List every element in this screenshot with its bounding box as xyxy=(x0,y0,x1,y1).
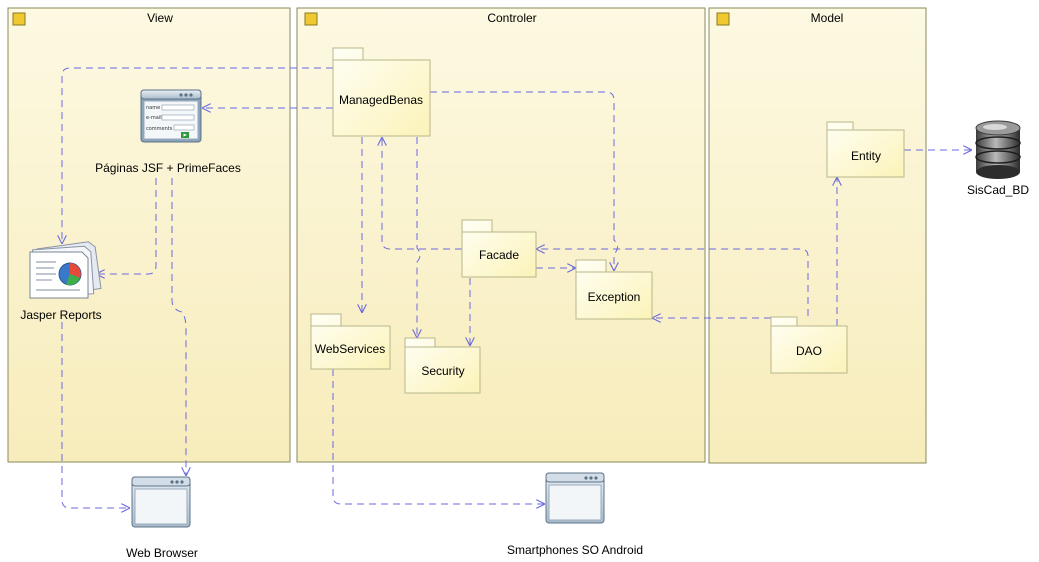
artifact-web-browser[interactable]: Web Browser xyxy=(126,476,198,560)
package-facade[interactable]: Facade xyxy=(461,219,537,278)
dependency-arrow[interactable] xyxy=(171,178,186,476)
package-webservices[interactable]: WebServices xyxy=(310,313,391,370)
package-label: Facade xyxy=(479,248,519,262)
package-exception[interactable]: Exception xyxy=(575,259,653,320)
dependency-lines xyxy=(61,67,972,508)
artifact-jsf-pages[interactable]: name e-mail comments Páginas JSF + Prime… xyxy=(95,89,241,175)
swimlane-title: View xyxy=(147,11,173,25)
database-icon xyxy=(975,120,1021,179)
artifact-label: Web Browser xyxy=(126,546,198,560)
pane-marker-icon xyxy=(304,12,318,26)
dependency-arrow[interactable] xyxy=(332,369,545,504)
web-form-icon: name e-mail comments xyxy=(140,89,202,143)
dependency-arrow[interactable] xyxy=(62,67,333,244)
artifact-database[interactable]: SisCad_BD xyxy=(967,120,1029,197)
swimlane-title: Model xyxy=(811,11,844,25)
package-label: ManagedBenas xyxy=(339,93,423,107)
package-managedbeans[interactable]: ManagedBenas xyxy=(332,47,431,137)
dependency-arrow[interactable] xyxy=(417,137,420,338)
package-label: Exception xyxy=(588,290,641,304)
package-label: DAO xyxy=(796,344,822,358)
package-entity[interactable]: Entity xyxy=(826,121,905,178)
dependency-arrow[interactable] xyxy=(430,91,618,271)
swimlane-title: Controler xyxy=(487,11,536,25)
package-label: Security xyxy=(421,364,464,378)
dependency-arrow[interactable] xyxy=(536,249,809,316)
form-field-label: e-mail xyxy=(146,115,162,121)
artifact-label: Jasper Reports xyxy=(20,308,101,322)
artifact-smartphones[interactable]: Smartphones SO Android xyxy=(507,472,643,557)
package-label: Entity xyxy=(851,149,881,163)
artifact-label: Páginas JSF + PrimeFaces xyxy=(95,161,241,175)
dependency-arrow[interactable] xyxy=(96,178,157,274)
package-label: WebServices xyxy=(315,342,385,356)
package-dao[interactable]: DAO xyxy=(770,316,848,374)
browser-window-icon xyxy=(545,472,605,524)
browser-window-icon xyxy=(131,476,191,528)
swimlane-view[interactable]: View xyxy=(7,7,291,463)
form-field-label: name xyxy=(146,105,160,111)
artifact-jasper-reports[interactable]: Jasper Reports xyxy=(20,241,102,322)
form-field-label: comments xyxy=(146,126,173,132)
pane-marker-icon xyxy=(716,12,730,26)
package-security[interactable]: Security xyxy=(404,337,481,394)
report-document-icon xyxy=(29,241,102,299)
swimlane-model[interactable]: Model xyxy=(708,7,927,464)
dependency-arrow[interactable] xyxy=(61,322,130,508)
artifact-label: Smartphones SO Android xyxy=(507,543,643,557)
pane-marker-icon xyxy=(12,12,26,26)
dependency-arrow[interactable] xyxy=(382,137,462,250)
artifact-label: SisCad_BD xyxy=(967,183,1029,197)
